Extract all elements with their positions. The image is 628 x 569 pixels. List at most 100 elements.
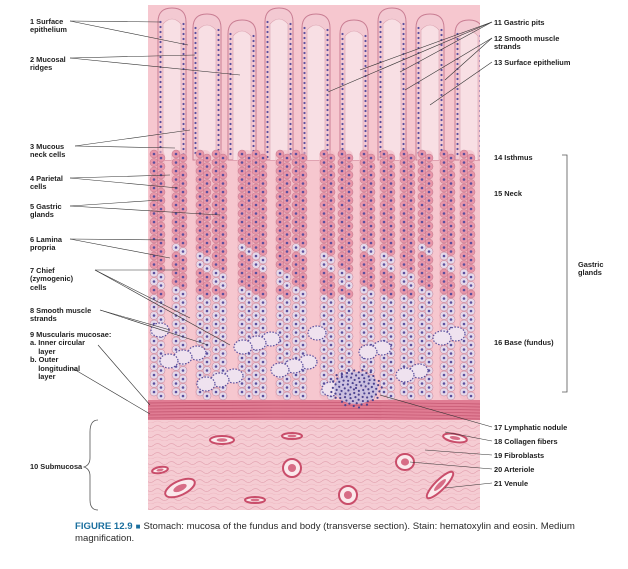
cell-nucleus [181,156,185,160]
cell-nucleus [322,271,326,275]
epithelial-nucleus [303,71,306,75]
cell-nucleus [382,390,386,394]
cell-nucleus [214,203,218,207]
cell-nucleus [389,386,393,389]
lymphocyte [364,385,367,388]
lymphocyte [354,374,358,377]
cell-nucleus [240,271,244,275]
cell-nucleus [322,195,326,198]
cell-nucleus [261,284,265,287]
cell-nucleus [174,203,178,207]
cell-nucleus [278,390,282,394]
label-line: 14 Isthmus [494,153,533,162]
cell-nucleus [329,199,333,202]
lymphocyte [370,395,373,398]
cell-nucleus [205,267,209,270]
epithelial-nucleus [341,92,344,96]
epithelial-nucleus [159,110,162,114]
cell-nucleus [449,156,453,160]
epithelial-nucleus [194,141,197,145]
lymphocyte [353,378,356,382]
cell-nucleus [205,207,209,211]
cell-nucleus [214,254,218,258]
leader-line [99,309,209,346]
cell-nucleus [294,254,298,258]
cell-nucleus [294,271,298,275]
epithelial-nucleus [289,42,292,46]
leader-line [399,21,493,73]
epithelial-nucleus [456,72,459,76]
cell-nucleus [347,335,351,338]
cell-nucleus [278,220,282,224]
epithelial-nucleus [440,43,443,47]
cell-nucleus [174,339,178,343]
label-line: neck cells [30,150,66,160]
cell-nucleus [198,322,202,326]
epithelial-nucleus [266,60,269,64]
epithelial-nucleus [440,118,443,122]
cell-nucleus [462,152,466,156]
lymphocyte [350,372,354,375]
epithelial-nucleus [417,86,420,90]
cell-nucleus [420,382,424,385]
cell-nucleus [402,212,406,215]
lymphocyte [368,378,371,382]
cell-nucleus [420,246,424,249]
epithelial-nucleus [417,131,420,135]
cell-nucleus [214,220,218,224]
cell-nucleus [347,326,351,330]
lymphocyte [336,377,339,380]
lymphocyte [357,398,360,401]
cell-nucleus [174,382,178,385]
epithelial-nucleus [266,40,269,44]
cell-nucleus [247,258,251,262]
cell-nucleus [152,305,156,309]
epithelial-nucleus [217,123,220,127]
epithelial-nucleus [289,107,292,111]
epithelial-nucleus [252,44,255,48]
epithelial-nucleus [159,80,162,84]
epithelial-nucleus [217,133,220,137]
cell-nucleus [469,292,473,296]
cell-nucleus [214,246,218,249]
epithelial-nucleus [341,67,344,71]
cell-nucleus [261,190,265,194]
epithelial-nucleus [456,147,459,151]
cell-nucleus [285,352,289,355]
cell-nucleus [362,212,366,215]
cell-nucleus [322,305,326,309]
cell-nucleus [254,178,258,181]
cell-nucleus [329,352,333,355]
cell-nucleus [462,229,466,232]
cell-nucleus [442,203,446,207]
label-line: 3 Mucous [30,142,65,151]
cell-nucleus [369,182,373,185]
cell-nucleus [369,156,373,160]
cell-nucleus [402,382,406,385]
cell-nucleus [301,318,305,321]
cell-nucleus [462,263,466,266]
cell-nucleus [294,169,298,173]
epithelial-nucleus [456,122,459,126]
epithelial-nucleus [303,116,306,120]
cell-nucleus [382,322,386,326]
cell-nucleus [347,241,351,245]
cell-nucleus [301,182,305,185]
muscle-fiber [148,413,480,417]
epithelial-nucleus [229,32,232,36]
epithelial-nucleus [303,131,306,135]
epithelial-nucleus [266,45,269,49]
cell-nucleus [369,309,373,313]
label-line: 18 Collagen fibers [494,437,558,446]
epithelial-nucleus [266,30,269,34]
cell-nucleus [442,305,446,309]
label-surface-epithelium-right: 13 Surface epithelium [494,58,570,67]
epithelial-nucleus [252,124,255,128]
epithelial-nucleus [182,62,185,66]
cell-nucleus [462,288,466,292]
cell-nucleus [462,356,466,360]
cell-nucleus [449,318,453,321]
gland-base-cross-section [196,376,216,392]
cell-nucleus [442,365,446,368]
